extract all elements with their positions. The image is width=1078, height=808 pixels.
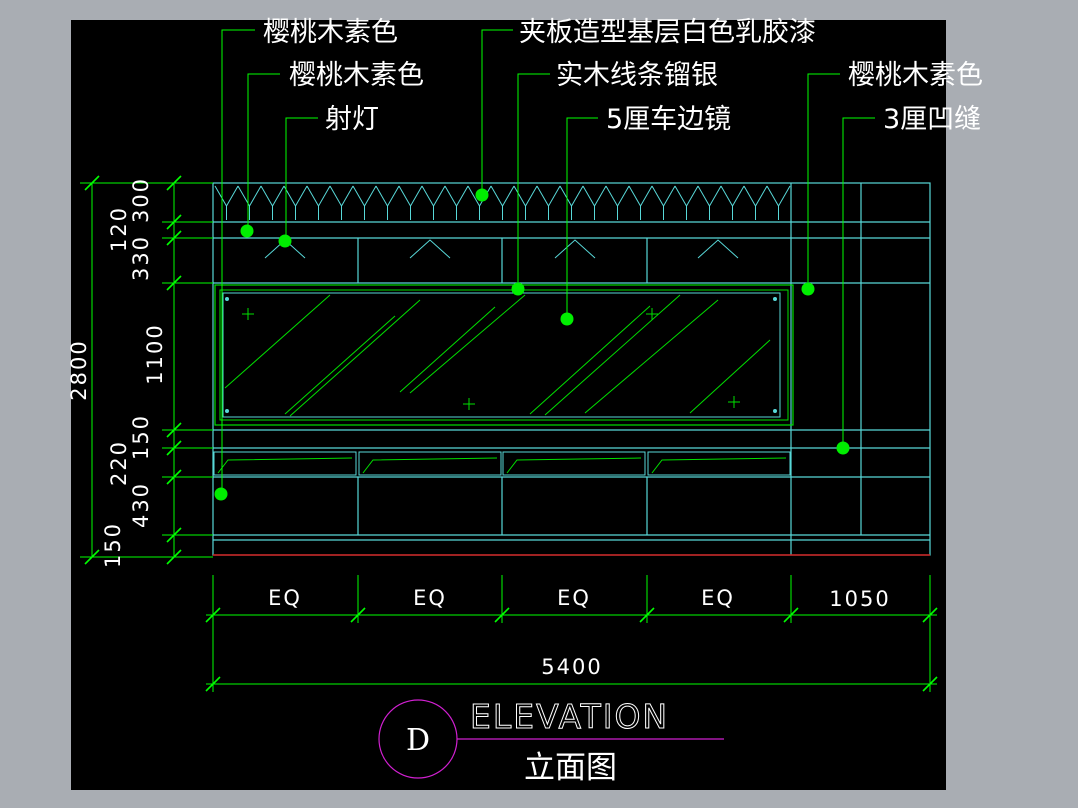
callout-dot bbox=[560, 312, 574, 326]
wall-outline bbox=[212, 182, 931, 556]
dim-330: 330 bbox=[129, 235, 153, 281]
mirror-sparkles bbox=[242, 308, 740, 410]
dim-430: 430 bbox=[129, 482, 153, 528]
callout-label-1: 樱桃木素色 bbox=[263, 17, 398, 48]
drawer-2 bbox=[358, 451, 502, 476]
dim-1100: 1100 bbox=[143, 323, 167, 384]
pleat-pattern bbox=[214, 185, 791, 220]
dim-eq-3: EQ bbox=[557, 586, 591, 610]
dim-eq-4: EQ bbox=[701, 586, 735, 610]
callout-label-2: 樱桃木素色 bbox=[289, 60, 424, 91]
drawing-canvas bbox=[71, 20, 946, 790]
callout-dot bbox=[214, 487, 228, 501]
bottom-dimension-lines bbox=[205, 575, 938, 692]
leader-dots bbox=[214, 188, 850, 501]
callout-label-7: 樱桃木素色 bbox=[848, 60, 983, 91]
section-letter: D bbox=[406, 723, 430, 758]
dim-150-b: 150 bbox=[101, 522, 125, 568]
callout-label-3: 射灯 bbox=[325, 104, 379, 135]
callout-dot bbox=[240, 224, 254, 238]
drawer-4 bbox=[647, 451, 791, 476]
spotlight-4 bbox=[697, 239, 739, 259]
spotlight-2 bbox=[409, 239, 451, 259]
mirror-panel bbox=[214, 284, 794, 426]
dim-150-a: 150 bbox=[129, 414, 153, 460]
callout-dot bbox=[511, 282, 525, 296]
callout-label-8: 3厘凹缝 bbox=[883, 104, 981, 135]
dim-220: 220 bbox=[107, 440, 131, 486]
dim-eq-1: EQ bbox=[268, 586, 302, 610]
leader-lines bbox=[221, 29, 875, 494]
dim-120: 120 bbox=[107, 206, 131, 252]
drawer-row bbox=[213, 451, 791, 476]
dim-300: 300 bbox=[129, 177, 153, 223]
callout-label-4: 夹板造型基层白色乳胶漆 bbox=[519, 17, 816, 48]
spotlight-3 bbox=[554, 239, 596, 259]
left-dimension-lines bbox=[80, 175, 213, 565]
dim-1050: 1050 bbox=[829, 587, 890, 611]
callout-label-6: 5厘车边镜 bbox=[606, 104, 731, 135]
callout-label-5: 实木线条镏银 bbox=[556, 60, 718, 91]
left-dimension-texts: 2800 300 120 330 1100 150 220 430 150 bbox=[67, 177, 167, 568]
callout-dot bbox=[836, 441, 850, 455]
callout-dot bbox=[278, 234, 292, 248]
callout-dot bbox=[475, 188, 489, 202]
drawer-3 bbox=[502, 451, 646, 476]
callout-dot bbox=[801, 282, 815, 296]
top-pleated-band bbox=[214, 185, 791, 220]
drawer-1 bbox=[213, 451, 357, 476]
title-block: D ELEVATION 立面图 bbox=[378, 697, 724, 786]
title-chinese: 立面图 bbox=[524, 750, 617, 786]
dim-eq-2: EQ bbox=[413, 586, 447, 610]
title-elevation: ELEVATION bbox=[470, 697, 669, 736]
mirror-reflection-lines bbox=[224, 294, 771, 417]
bottom-dimension-texts: EQ EQ EQ EQ 1050 5400 bbox=[268, 586, 890, 679]
dim-total-width: 5400 bbox=[541, 655, 602, 679]
dim-total-height: 2800 bbox=[67, 339, 91, 400]
elevation-outline bbox=[212, 182, 931, 556]
mirror-screws bbox=[225, 297, 777, 413]
callout-labels: 樱桃木素色 樱桃木素色 射灯 夹板造型基层白色乳胶漆 实木线条镏银 5厘车边镜 … bbox=[263, 17, 983, 135]
